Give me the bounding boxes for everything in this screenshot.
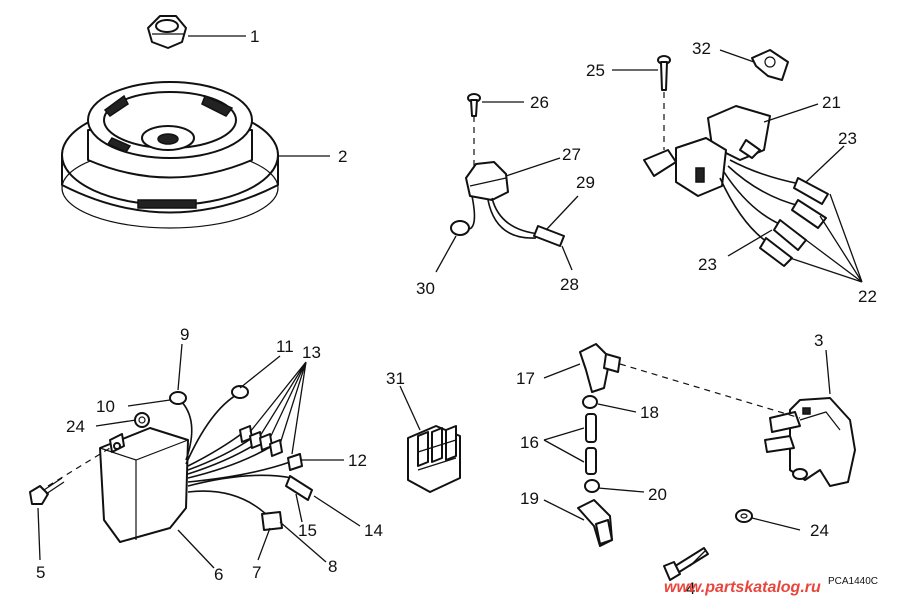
callout-labels: 1 2 3 4 5 6 7 8 9 10 11 12 13 14 15 16 1… bbox=[36, 27, 877, 598]
callout-18: 18 bbox=[640, 403, 659, 422]
sensor-screw-26 bbox=[467, 93, 481, 117]
watermark: www.partskatalog.ru bbox=[664, 579, 821, 596]
callout-1: 1 bbox=[250, 27, 259, 46]
callout-29: 29 bbox=[576, 173, 595, 192]
power-pack-wire-harness bbox=[169, 385, 313, 531]
callout-10: 10 bbox=[96, 397, 115, 416]
callout-14: 14 bbox=[364, 521, 383, 540]
callout-15: 15 bbox=[298, 521, 317, 540]
callout-32: 32 bbox=[692, 39, 711, 58]
callout-23-lower: 23 bbox=[698, 255, 717, 274]
callout-5: 5 bbox=[36, 563, 45, 582]
rectifier bbox=[407, 425, 461, 493]
module-screw bbox=[29, 477, 65, 505]
flywheel-nut bbox=[147, 15, 187, 49]
callout-28: 28 bbox=[560, 275, 579, 294]
sensor-27 bbox=[465, 161, 509, 201]
callout-11: 11 bbox=[276, 337, 294, 356]
spark-plug-boot-upper bbox=[579, 343, 621, 393]
callout-7: 7 bbox=[252, 563, 261, 582]
callout-21: 21 bbox=[822, 93, 841, 112]
callout-6: 6 bbox=[214, 565, 223, 584]
callout-27: 27 bbox=[562, 145, 581, 164]
coil-washer bbox=[735, 509, 753, 523]
assembly-line-module-screw bbox=[47, 447, 111, 487]
callout-13: 13 bbox=[302, 343, 321, 362]
callout-23-upper: 23 bbox=[838, 129, 857, 148]
charge-coil-leads bbox=[719, 159, 829, 267]
callout-17: 17 bbox=[516, 369, 535, 388]
callout-20: 20 bbox=[648, 485, 667, 504]
callout-30: 30 bbox=[416, 279, 435, 298]
coil-screw-25 bbox=[657, 55, 671, 91]
terminal-upper bbox=[582, 395, 598, 409]
sensor-leads bbox=[450, 195, 565, 247]
callout-19: 19 bbox=[520, 489, 539, 508]
callout-8: 8 bbox=[328, 557, 337, 576]
drawing-code: PCA1440C bbox=[828, 576, 878, 587]
callout-31: 31 bbox=[386, 369, 405, 388]
springs bbox=[585, 413, 597, 475]
terminal-lower bbox=[584, 479, 600, 493]
ignition-coil bbox=[764, 397, 856, 487]
leader-lines bbox=[37, 35, 863, 569]
callout-22: 22 bbox=[858, 287, 877, 306]
star-washer bbox=[134, 412, 150, 428]
callout-24-right: 24 bbox=[810, 521, 829, 540]
assembly-line-boot-coil bbox=[619, 363, 801, 419]
callout-3: 3 bbox=[814, 331, 823, 350]
power-pack-module bbox=[99, 427, 189, 543]
coil-screw bbox=[663, 547, 709, 581]
charge-coil-assembly bbox=[643, 105, 771, 197]
wire-clamp-32 bbox=[751, 49, 789, 81]
callout-12: 12 bbox=[348, 451, 367, 470]
spark-plug-boot-lower bbox=[577, 499, 613, 547]
callout-26: 26 bbox=[530, 93, 549, 112]
callout-2: 2 bbox=[338, 147, 347, 166]
callout-9: 9 bbox=[180, 325, 189, 344]
flywheel bbox=[61, 81, 279, 229]
callout-16: 16 bbox=[520, 433, 539, 452]
callout-25: 25 bbox=[586, 61, 605, 80]
callout-24-left: 24 bbox=[66, 417, 85, 436]
callout-4: 4 bbox=[686, 579, 695, 598]
